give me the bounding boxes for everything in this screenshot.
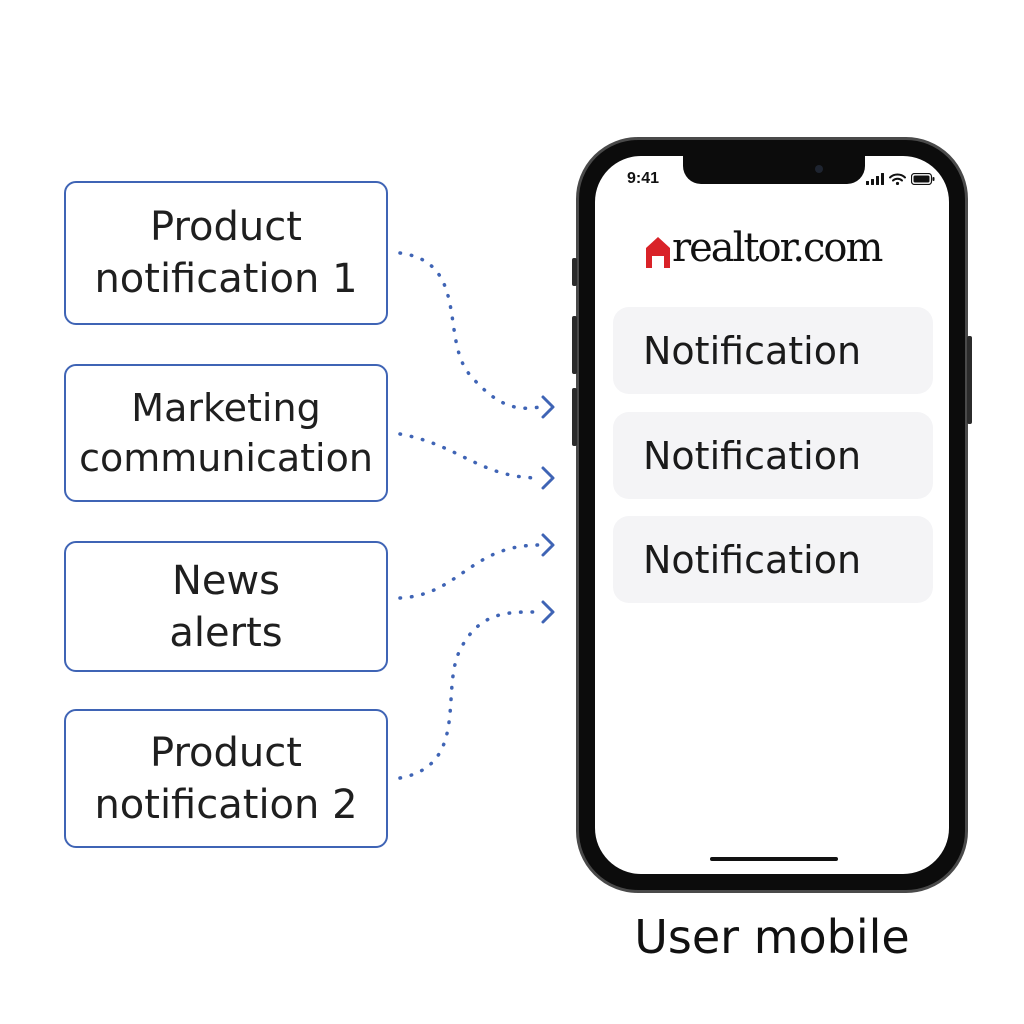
notch [683,156,865,184]
status-time: 9:41 [627,170,660,187]
battery-icon [911,173,935,185]
connector-3 [398,543,542,600]
source-label: Product notification 1 [94,204,358,302]
source-marketing-communication: Marketing communication [64,364,388,502]
arrow-head-icon [541,395,555,419]
connector-1 [398,251,542,410]
wifi-icon [889,173,906,185]
phone-device: 9:41 realtor.com [572,137,972,893]
brand-name: realtor.com [672,225,883,271]
notification-card[interactable]: Notification [613,412,933,499]
volume-down-button [572,388,577,446]
connector-2 [398,432,542,480]
source-label: Product notification 2 [94,729,358,828]
signal-icon [866,173,884,185]
realtor-logo: realtor.com [645,225,883,271]
home-indicator[interactable] [710,857,838,861]
notification-label: Notification [643,537,862,582]
source-label: News alerts [169,557,283,656]
status-icons [866,173,935,185]
camera-icon [815,165,823,173]
notification-card[interactable]: Notification [613,307,933,394]
connector-4 [398,610,542,780]
source-label: Marketing communication [79,386,373,480]
arrow-head-icon [541,533,555,557]
arrow-head-icon [541,466,555,490]
source-product-notification-2: Product notification 2 [64,709,388,848]
source-news-alerts: News alerts [64,541,388,672]
source-product-notification-1: Product notification 1 [64,181,388,325]
notification-card[interactable]: Notification [613,516,933,603]
phone-caption: User mobile [634,910,910,964]
phone-screen: 9:41 realtor.com [595,156,949,874]
volume-up-button [572,316,577,374]
house-logo-icon [646,237,670,268]
notification-label: Notification [643,433,862,478]
mute-switch [572,258,577,286]
power-button [967,336,972,424]
notification-label: Notification [643,328,862,373]
arrow-head-icon [541,600,555,624]
